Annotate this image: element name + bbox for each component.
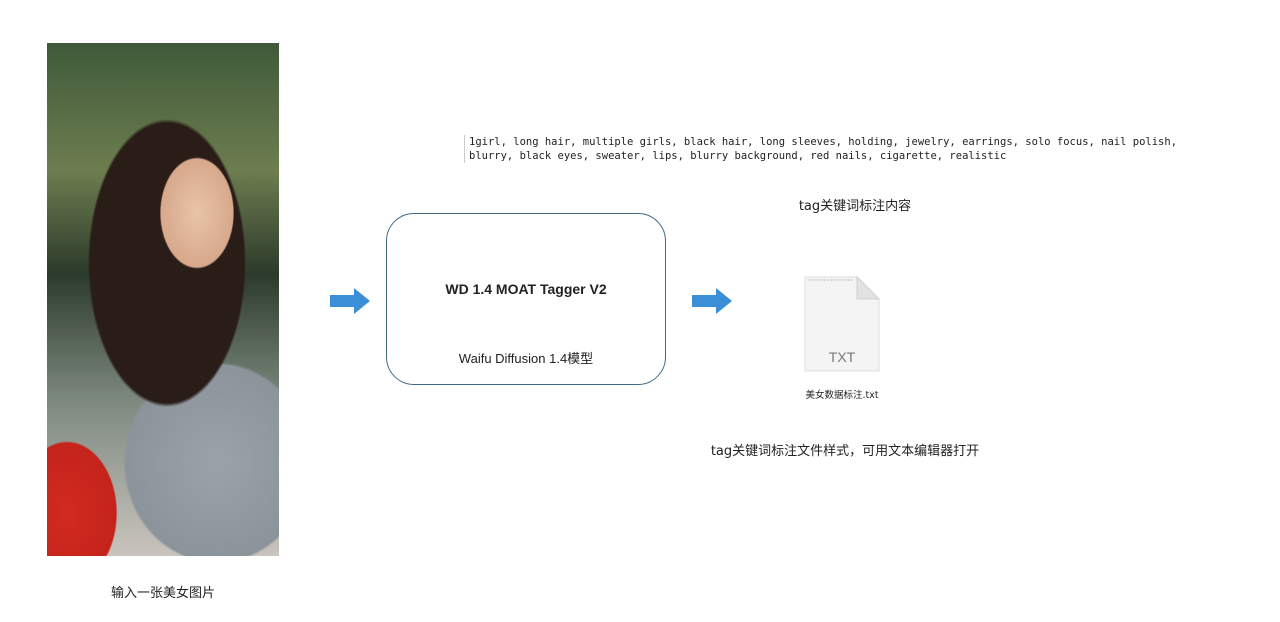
input-caption: 输入一张美女图片 (110, 586, 215, 601)
arrow-right-icon (692, 288, 732, 314)
txt-file-icon: TXT (803, 275, 881, 373)
file-type-label: TXT (828, 349, 856, 365)
model-title: WD 1.4 MOAT Tagger V2 (445, 281, 607, 297)
file-name: 美女数据标注.txt (805, 390, 879, 401)
model-box (386, 213, 666, 385)
arrow-right-icon (330, 288, 370, 314)
file-caption: tag关键词标注文件样式，可用文本编辑器打开 (710, 444, 980, 459)
tags-caption: tag关键词标注内容 (798, 199, 912, 214)
model-subtitle: Waifu Diffusion 1.4模型 (458, 351, 594, 366)
tag-output-text: 1girl, long hair, multiple girls, black … (464, 135, 1229, 163)
input-photo (47, 43, 279, 556)
